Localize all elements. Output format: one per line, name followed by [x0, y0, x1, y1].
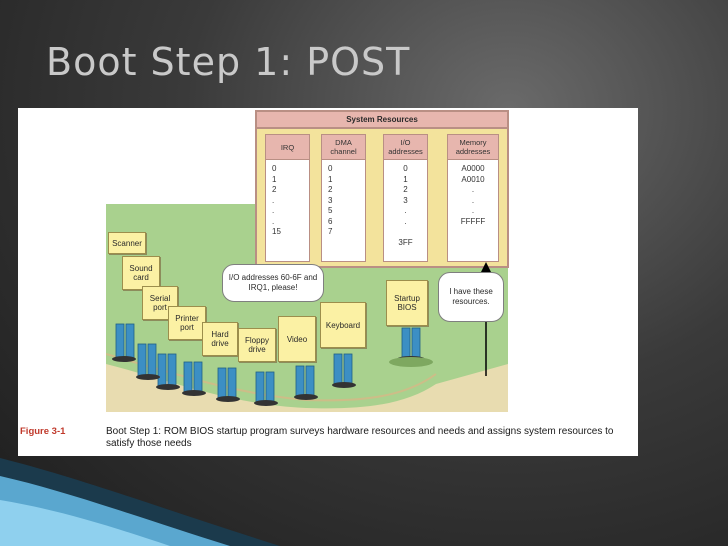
column-value: 0: [328, 164, 333, 173]
decorative-swoosh: [0, 458, 280, 546]
column-values: 0 1 2 3 . . 3FF: [383, 160, 428, 262]
device-queue-illustration: [106, 262, 508, 412]
queue-path: [106, 364, 508, 412]
column-value: 1: [403, 174, 408, 184]
system-resources-title: System Resources: [257, 112, 507, 129]
column-value: 3: [328, 195, 333, 205]
column-header: IRQ: [265, 134, 310, 160]
column-value: .: [471, 185, 475, 194]
column-value: 3FF: [398, 237, 413, 247]
column-value: FFFFF: [460, 216, 486, 226]
column-value: A0000: [461, 164, 485, 173]
column-value: .: [272, 206, 275, 215]
column-values: 0 1 2 3 5 6 7: [321, 160, 366, 262]
column-value: 3: [403, 195, 408, 205]
column-header: DMA channel: [321, 134, 366, 160]
column-values: 0 1 2 . . . 15: [265, 160, 310, 262]
column-value: .: [272, 216, 275, 226]
dma-column: DMA channel 0 1 2 3 5 6 7: [321, 134, 366, 262]
column-value: 1: [328, 174, 333, 184]
column-value: .: [404, 206, 407, 215]
device-figures: [115, 323, 421, 403]
bios-shadow: [389, 357, 433, 367]
figure-panel: System Resources IRQ 0 1 2 . . . 15 DMA …: [18, 108, 638, 456]
column-header: I/O addresses: [383, 134, 428, 160]
column-value: 15: [272, 227, 281, 236]
column-value: .: [404, 216, 407, 226]
device-sign-hard-drive: Hard drive: [202, 322, 238, 356]
column-value: .: [471, 195, 475, 205]
memory-column: Memory addresses A0000 A0010 . . . FFFFF: [447, 134, 499, 262]
arrow-head: [480, 262, 492, 274]
device-sign-printer-port: Printer port: [168, 306, 206, 340]
column-value: 2: [328, 185, 333, 194]
column-value: 0: [272, 164, 277, 173]
column-value: 0: [403, 164, 408, 173]
request-bubble: I/O addresses 60-6F and IRQ1, please!: [222, 264, 324, 302]
column-value: .: [471, 206, 475, 215]
swoosh-highlight: [0, 500, 170, 546]
slide-title: Boot Step 1: POST: [46, 40, 411, 84]
system-resources-table: System Resources IRQ 0 1 2 . . . 15 DMA …: [255, 110, 509, 268]
column-value: .: [272, 195, 275, 205]
device-sign-scanner: Scanner: [108, 232, 146, 254]
io-column: I/O addresses 0 1 2 3 . . 3FF: [383, 134, 428, 262]
bios-sign: Startup BIOS: [386, 280, 428, 326]
irq-column: IRQ 0 1 2 . . . 15: [265, 134, 310, 262]
figure-label: Figure 3-1: [20, 426, 66, 437]
column-values: A0000 A0010 . . . FFFFF: [447, 160, 499, 262]
column-header: Memory addresses: [447, 134, 499, 160]
column-value: A0010: [461, 174, 485, 184]
column-value: 2: [272, 185, 277, 194]
device-sign-floppy-drive: Floppy drive: [238, 328, 276, 362]
reply-bubble: I have these resources.: [438, 272, 504, 322]
column-value: 7: [328, 227, 333, 236]
device-sign-video: Video: [278, 316, 316, 362]
device-sign-sound-card: Sound card: [122, 256, 160, 290]
column-value: 5: [328, 206, 333, 215]
column-value: 1: [272, 174, 277, 184]
device-sign-keyboard: Keyboard: [320, 302, 366, 348]
column-value: 2: [403, 185, 408, 194]
figure-caption: Boot Step 1: ROM BIOS startup program su…: [106, 426, 614, 449]
column-value: 6: [328, 216, 333, 226]
